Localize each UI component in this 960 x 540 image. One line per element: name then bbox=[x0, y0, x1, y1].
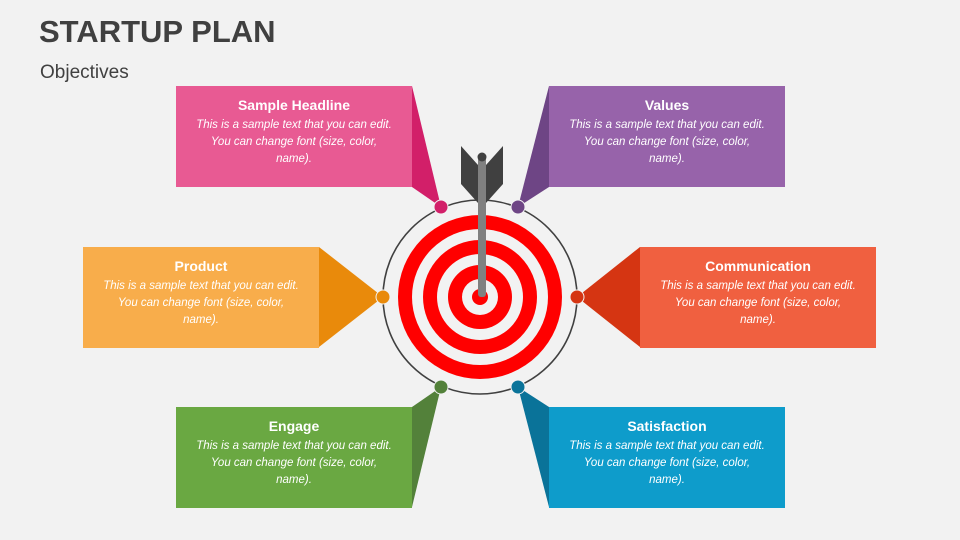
box-text: This is a sample text that you can edit.… bbox=[196, 119, 392, 165]
arrow-icon bbox=[461, 146, 503, 297]
box-title: Engage bbox=[268, 418, 320, 434]
dot-satisfaction bbox=[510, 379, 526, 395]
connector-values bbox=[518, 86, 549, 207]
box-text: This is a sample text that you can edit.… bbox=[103, 280, 299, 326]
connector-communication bbox=[577, 247, 640, 347]
connector-product bbox=[319, 247, 383, 347]
dot-engage bbox=[433, 379, 449, 395]
box-text: This is a sample text that you can edit.… bbox=[660, 280, 856, 326]
box-communication: Communication This is a sample text that… bbox=[640, 247, 876, 348]
dot-communication bbox=[569, 289, 585, 305]
box-engage: Engage This is a sample text that you ca… bbox=[176, 407, 412, 508]
box-sample-headline: Sample Headline This is a sample text th… bbox=[176, 86, 412, 187]
box-title: Values bbox=[644, 97, 690, 113]
connector-sample-headline bbox=[412, 86, 441, 207]
box-title: Satisfaction bbox=[627, 418, 707, 434]
box-text: This is a sample text that you can edit.… bbox=[196, 440, 392, 486]
page-title: STARTUP PLAN bbox=[39, 14, 276, 49]
box-product: Product This is a sample text that you c… bbox=[83, 247, 319, 348]
target-icon bbox=[398, 215, 562, 379]
box-satisfaction: Satisfaction This is a sample text that … bbox=[549, 407, 785, 508]
connector-satisfaction bbox=[518, 387, 549, 507]
box-values: Values This is a sample text that you ca… bbox=[549, 86, 785, 187]
page-subtitle: Objectives bbox=[40, 62, 129, 83]
dot-product bbox=[375, 289, 391, 305]
box-title: Product bbox=[174, 258, 228, 274]
box-text: This is a sample text that you can edit.… bbox=[569, 119, 765, 165]
dot-sample-headline bbox=[433, 199, 449, 215]
box-title: Sample Headline bbox=[237, 97, 351, 113]
connector-engage bbox=[412, 387, 441, 507]
box-title: Communication bbox=[705, 258, 811, 274]
dot-values bbox=[510, 199, 526, 215]
box-text: This is a sample text that you can edit.… bbox=[569, 440, 765, 486]
